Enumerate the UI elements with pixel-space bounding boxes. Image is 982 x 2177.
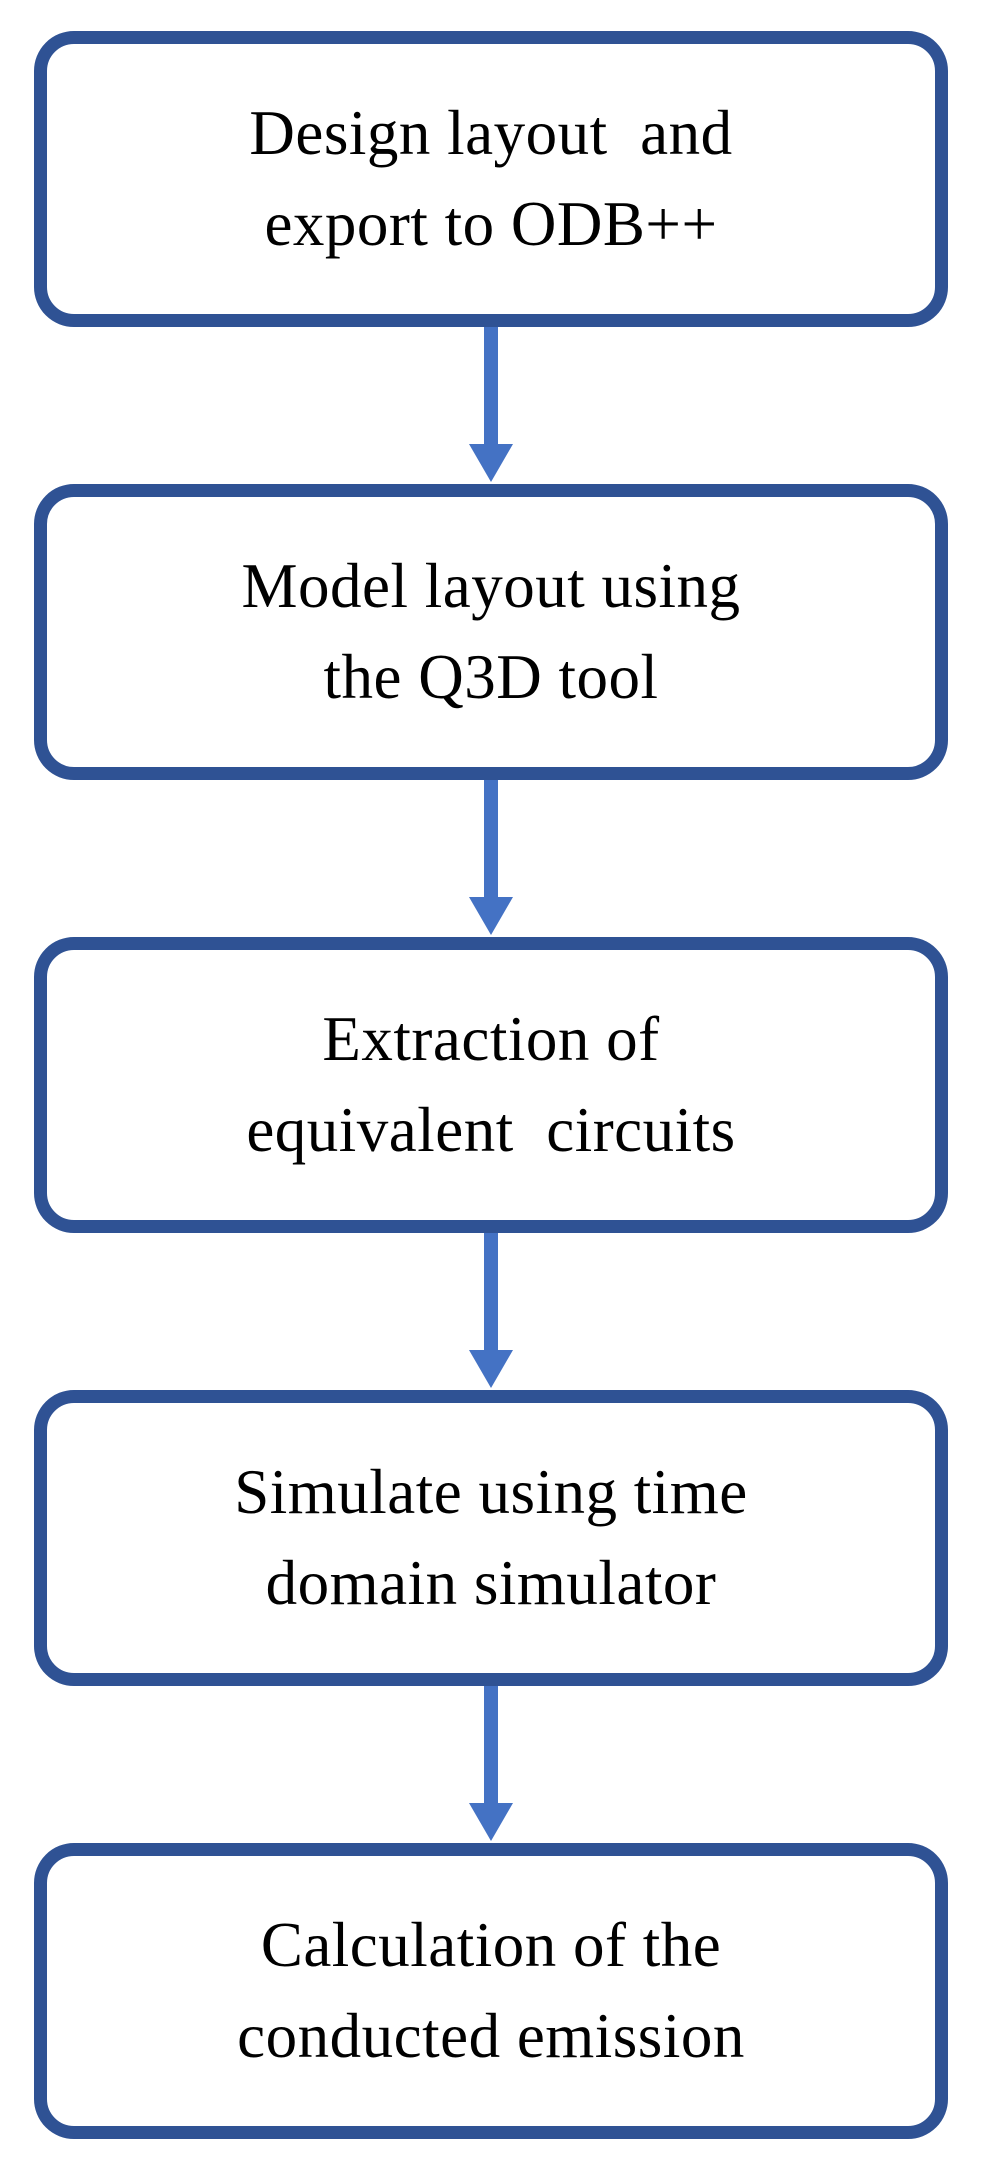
flow-step-label: Calculation of the conducted emission xyxy=(237,1910,745,2071)
down-arrow-icon xyxy=(469,1686,513,1841)
down-arrow-icon xyxy=(469,1233,513,1388)
flow-step-simulate: Simulate using time domain simulator xyxy=(34,1390,948,1686)
flow-step-label: Model layout using the Q3D tool xyxy=(241,551,741,712)
flow-step-label: Extraction of equivalent circuits xyxy=(246,1004,736,1165)
flow-step-calculation: Calculation of the conducted emission xyxy=(34,1843,948,2139)
flow-step-label: Simulate using time domain simulator xyxy=(234,1457,748,1618)
flow-step-label: Design layout and export to ODB++ xyxy=(249,98,733,259)
down-arrow-icon xyxy=(469,327,513,482)
down-arrow-icon xyxy=(469,780,513,935)
flow-step-extraction: Extraction of equivalent circuits xyxy=(34,937,948,1233)
flow-step-model-layout: Model layout using the Q3D tool xyxy=(34,484,948,780)
flow-step-design-layout: Design layout and export to ODB++ xyxy=(34,31,948,327)
